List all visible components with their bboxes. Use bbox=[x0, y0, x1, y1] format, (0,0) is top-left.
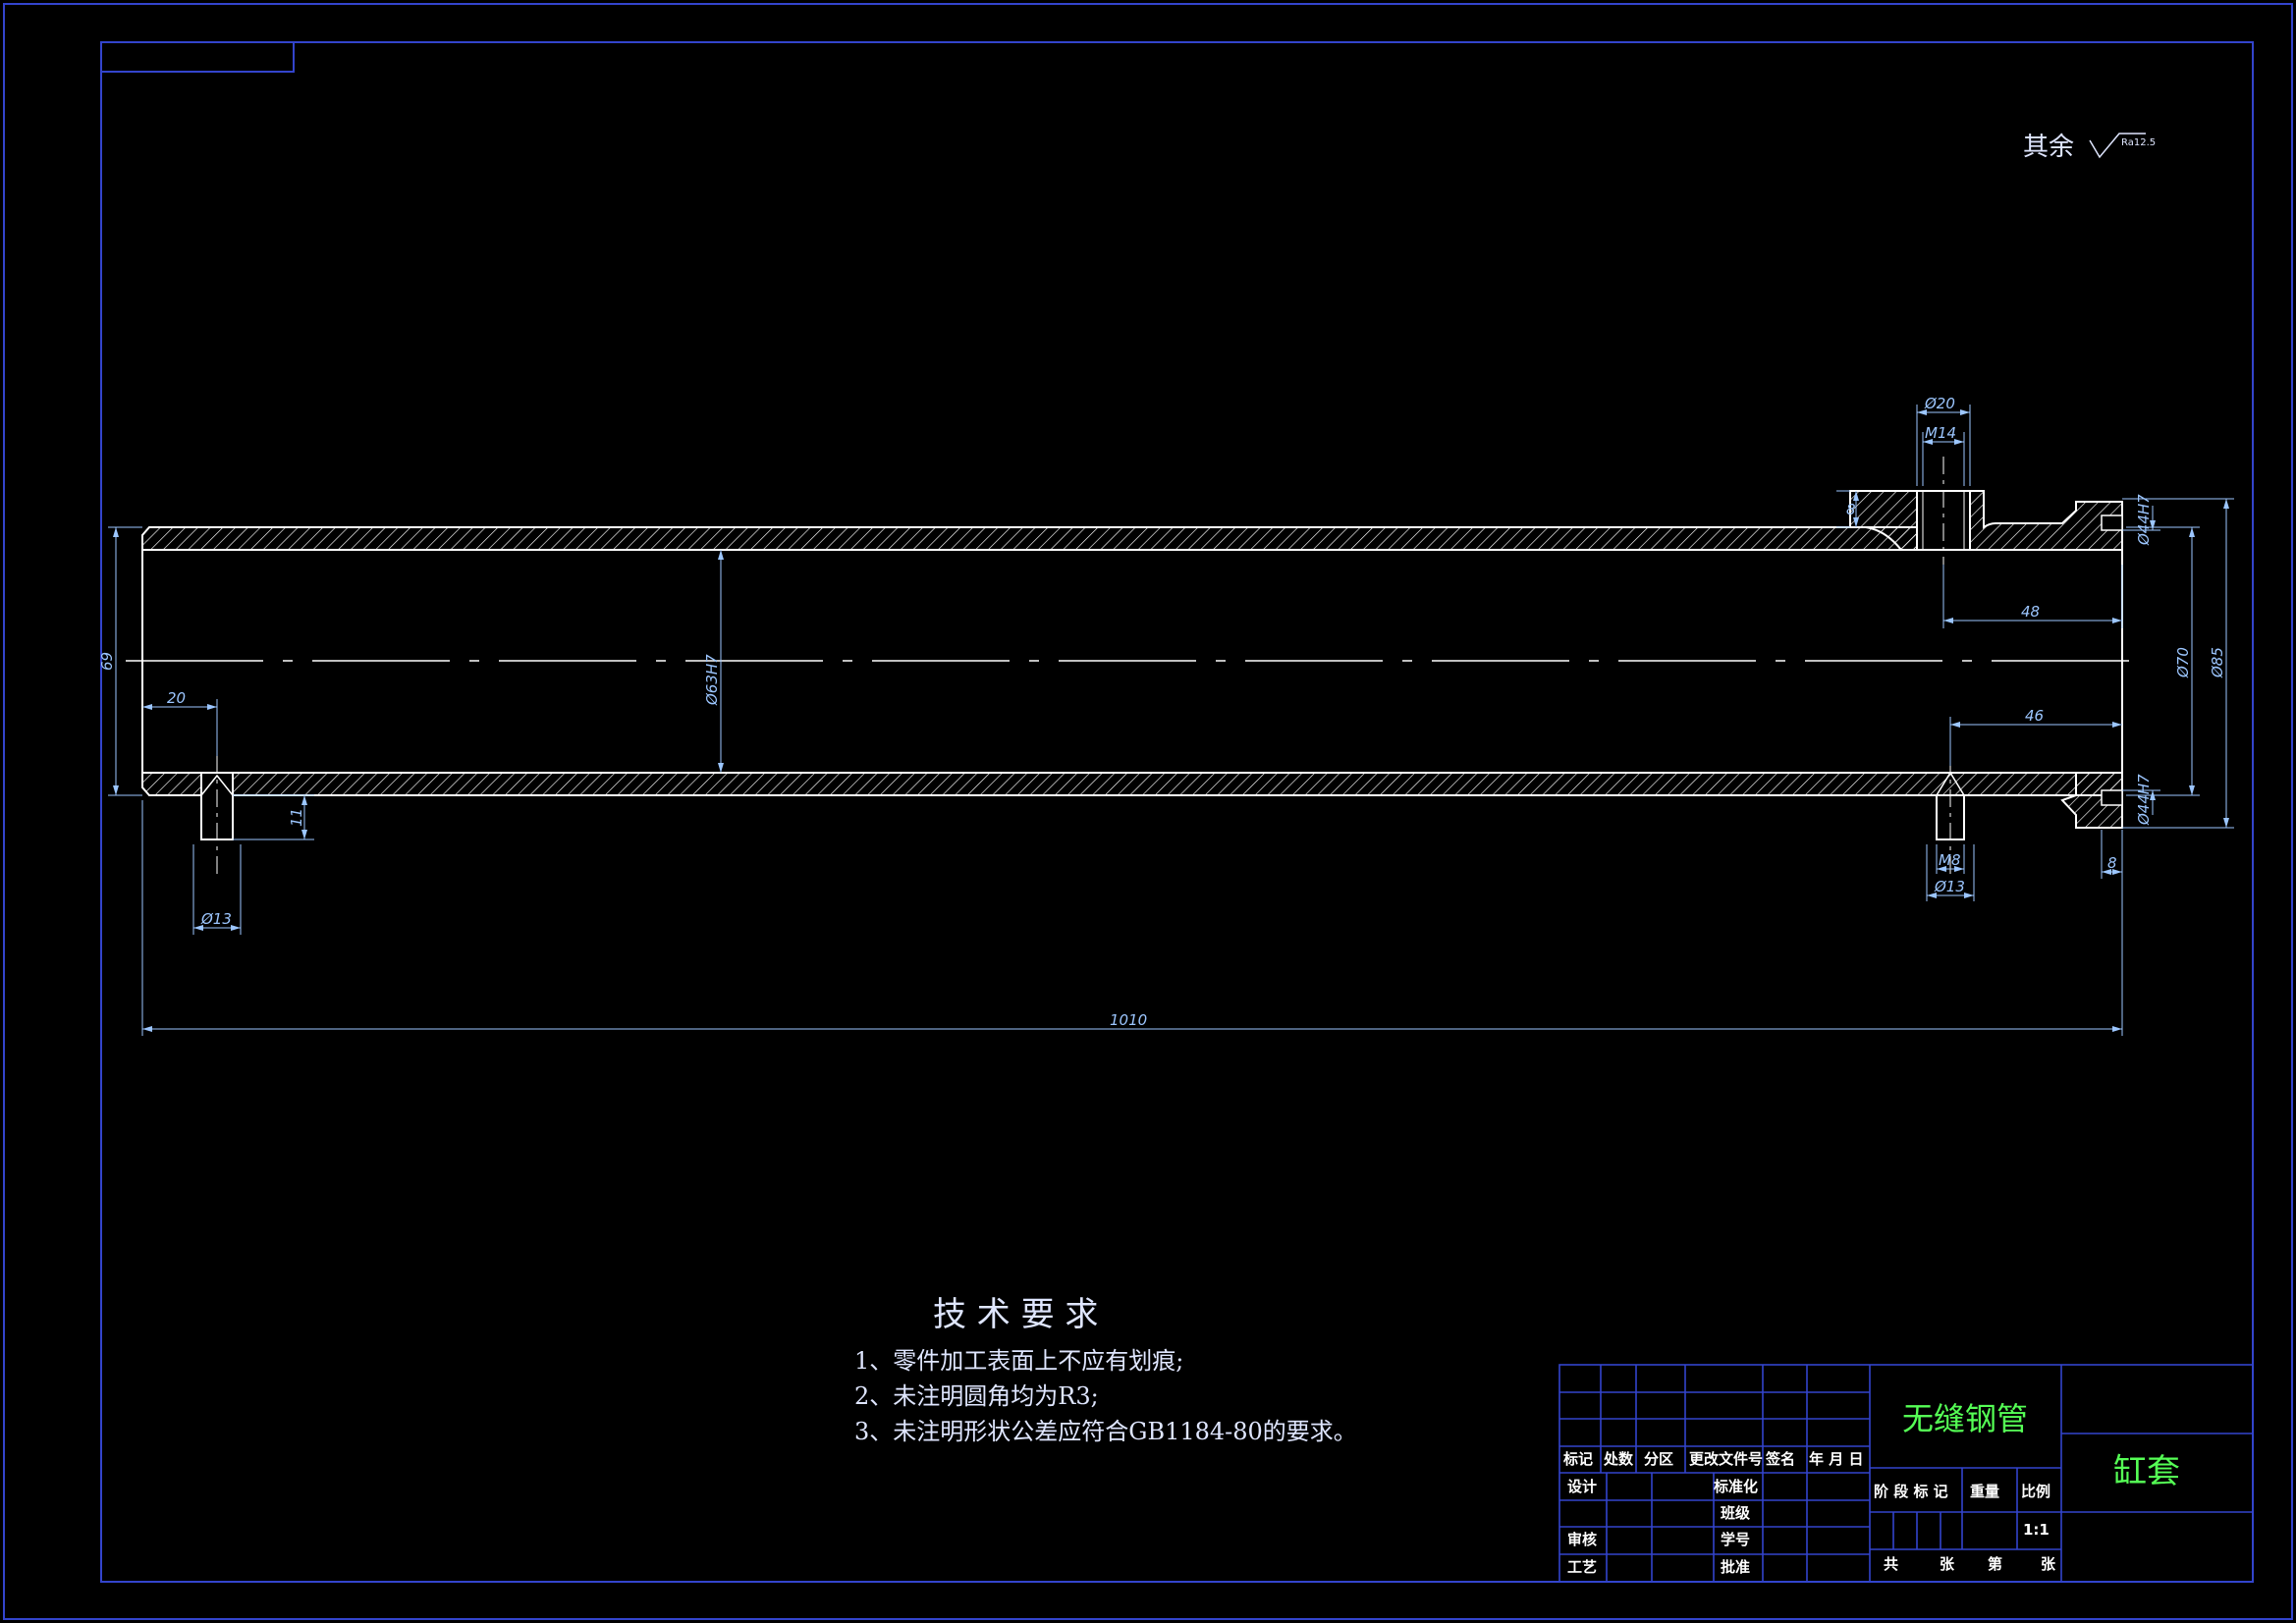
dim-m14: M14 bbox=[1925, 424, 1956, 442]
tb-header-date: 年 月 日 bbox=[1809, 1450, 1863, 1468]
tb-approve: 批准 bbox=[1721, 1558, 1750, 1576]
dim-d85: Ø85 bbox=[2209, 647, 2226, 678]
tb-stage: 阶 段 标 记 bbox=[1874, 1483, 1948, 1500]
top-boss-right-hatch bbox=[1969, 490, 2123, 551]
technical-requirements: 技 术 要 求 1、零件加工表面上不应有划痕; 2、未注明圆角均为R3; 3、未… bbox=[854, 1295, 1357, 1445]
tb-sheet-unit-1: 张 bbox=[1940, 1555, 1955, 1573]
tech-req-title: 技 术 要 求 bbox=[933, 1295, 1098, 1334]
dim-d13-right: Ø13 bbox=[1934, 878, 1965, 895]
tb-header-mark: 标记 bbox=[1562, 1450, 1593, 1468]
roughness-symbol-icon bbox=[2089, 133, 2146, 159]
tb-design: 设计 bbox=[1567, 1478, 1597, 1495]
dim-69: 69 bbox=[98, 652, 116, 671]
roughness-value: Ra12.5 bbox=[2121, 137, 2156, 148]
bottom-wall-hatch bbox=[141, 772, 2123, 796]
tb-review: 审核 bbox=[1567, 1531, 1597, 1548]
tb-header-change-doc: 更改文件号 bbox=[1689, 1450, 1763, 1468]
dim-8-top: 8 bbox=[1846, 501, 1856, 518]
part-name: 缸套 bbox=[2113, 1452, 2180, 1491]
left-bottom-port bbox=[200, 756, 234, 879]
corner-label-box bbox=[100, 41, 295, 73]
tb-sheet-total: 共 bbox=[1884, 1555, 1898, 1573]
dim-8-bottom: 8 bbox=[2107, 854, 2117, 872]
dim-11: 11 bbox=[288, 808, 305, 827]
dim-d44h7-bottom: Ø44H7 bbox=[2135, 774, 2153, 826]
tb-sheet-unit-2: 张 bbox=[2041, 1555, 2056, 1573]
tech-req-item-1: 1、零件加工表面上不应有划痕; bbox=[854, 1347, 1183, 1375]
bottom-pin-hole bbox=[2101, 789, 2123, 806]
tb-scale: 比例 bbox=[2021, 1483, 2050, 1500]
outer-border bbox=[3, 3, 2293, 1620]
tech-req-item-2: 2、未注明圆角均为R3; bbox=[854, 1382, 1099, 1410]
tb-scale-value: 1:1 bbox=[2023, 1521, 2050, 1539]
dim-46: 46 bbox=[2025, 707, 2044, 725]
surface-note-label: 其余 bbox=[2023, 133, 2074, 162]
bottom-flange-hatch bbox=[2060, 772, 2123, 829]
dim-48: 48 bbox=[2021, 603, 2040, 621]
tb-header-zone: 分区 bbox=[1644, 1450, 1673, 1468]
dimensions bbox=[108, 405, 2234, 1036]
dim-1010: 1010 bbox=[1110, 1011, 1147, 1029]
part-section bbox=[126, 457, 2146, 879]
tb-class: 班级 bbox=[1721, 1504, 1751, 1522]
dim-d70: Ø70 bbox=[2174, 647, 2192, 678]
dim-d44h7-top: Ø44H7 bbox=[2135, 494, 2153, 546]
dim-d20: Ø20 bbox=[1924, 395, 1955, 412]
right-bottom-port bbox=[1936, 756, 1965, 879]
dim-m8: M8 bbox=[1939, 851, 1961, 869]
tb-header-count: 处数 bbox=[1603, 1450, 1634, 1468]
material-name: 无缝钢管 bbox=[1902, 1400, 2028, 1437]
surface-roughness-note: 其余 Ra12.5 bbox=[2023, 133, 2156, 162]
tb-header-signature: 签名 bbox=[1765, 1450, 1795, 1468]
dim-20: 20 bbox=[167, 689, 186, 707]
dim-bore: Ø63H7 bbox=[703, 654, 721, 706]
inner-border bbox=[100, 41, 2254, 1583]
tb-process: 工艺 bbox=[1567, 1558, 1597, 1576]
tb-sheet-no: 第 bbox=[1988, 1555, 2002, 1573]
tb-student-id: 学号 bbox=[1721, 1531, 1750, 1548]
tech-req-item-3: 3、未注明形状公差应符合GB1184-80的要求。 bbox=[854, 1418, 1357, 1445]
top-wall-hatch bbox=[141, 526, 1918, 551]
title-block bbox=[1558, 1364, 2254, 1583]
tb-weight: 重量 bbox=[1970, 1483, 1999, 1500]
dim-d13-left: Ø13 bbox=[200, 910, 232, 928]
top-pin-hole bbox=[2101, 514, 2123, 531]
tb-standard: 标准化 bbox=[1713, 1478, 1758, 1495]
